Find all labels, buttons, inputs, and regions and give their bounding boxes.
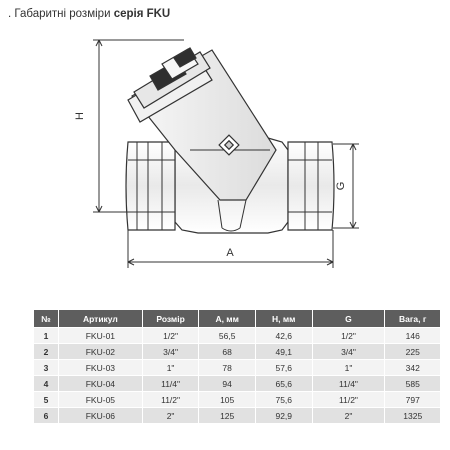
cell-number: 2 xyxy=(34,344,58,359)
table-row: 5 FKU-05 11/2" 105 75,6 11/2" 797 xyxy=(34,392,440,407)
title-series: серія FKU xyxy=(113,8,171,20)
filter-technical-drawing: H G A xyxy=(74,39,359,268)
cell-a: 125 xyxy=(199,408,255,423)
cell-number: 3 xyxy=(34,360,58,375)
cell-number: 4 xyxy=(34,376,58,391)
table-row: 1 FKU-01 1/2" 56,5 42,6 1/2" 146 xyxy=(34,328,440,343)
cell-a: 94 xyxy=(199,376,255,391)
table-row: 6 FKU-06 2" 125 92,9 2" 1325 xyxy=(34,408,440,423)
cell-a: 105 xyxy=(199,392,255,407)
header-weight: Вага, г xyxy=(385,310,440,327)
cell-number: 6 xyxy=(34,408,58,423)
brand-logo xyxy=(218,134,240,156)
cell-article: FKU-05 xyxy=(58,392,142,407)
cell-weight: 146 xyxy=(385,328,440,343)
cell-weight: 342 xyxy=(385,360,440,375)
filter-cap xyxy=(127,47,213,123)
cell-weight: 225 xyxy=(385,344,440,359)
page-title: . Габаритні розміри серія FKU xyxy=(8,8,170,20)
cell-article: FKU-04 xyxy=(58,376,142,391)
dimension-h-label: H xyxy=(74,112,86,120)
cell-size: 11/4" xyxy=(142,376,199,391)
cell-size: 11/2" xyxy=(142,392,199,407)
cell-size: 3/4" xyxy=(142,344,199,359)
cell-article: FKU-01 xyxy=(58,328,142,343)
cell-article: FKU-06 xyxy=(58,408,142,423)
cell-h: 42,6 xyxy=(255,328,312,343)
cell-g: 2" xyxy=(312,408,385,423)
cell-number: 1 xyxy=(34,328,58,343)
dimension-g-label: G xyxy=(335,182,347,191)
cell-a: 68 xyxy=(199,344,255,359)
cell-g: 11/4" xyxy=(312,376,385,391)
dimension-a-label: A xyxy=(226,247,234,259)
body-details xyxy=(128,142,332,232)
title-prefix: . Габаритні розміри xyxy=(8,8,114,20)
cell-size: 1" xyxy=(142,360,199,375)
cell-weight: 797 xyxy=(385,392,440,407)
header-size: Розмір xyxy=(142,310,199,327)
cell-h: 65,6 xyxy=(255,376,312,391)
cell-h: 92,9 xyxy=(255,408,312,423)
table-row: 3 FKU-03 1" 78 57,6 1" 342 xyxy=(34,360,440,375)
cell-g: 1/2" xyxy=(312,328,385,343)
cell-h: 57,6 xyxy=(255,360,312,375)
cell-weight: 1325 xyxy=(385,408,440,423)
cell-article: FKU-02 xyxy=(58,344,142,359)
specs-table: № Артикул Розмір A, мм H, мм G Вага, г 1… xyxy=(33,309,441,424)
table-row: 2 FKU-02 3/4" 68 49,1 3/4" 225 xyxy=(34,344,440,359)
cell-g: 11/2" xyxy=(312,392,385,407)
header-g: G xyxy=(312,310,385,327)
cell-size: 1/2" xyxy=(142,328,199,343)
header-h-mm: H, мм xyxy=(255,310,312,327)
table-row: 4 FKU-04 11/4" 94 65,6 11/4" 585 xyxy=(34,376,440,391)
cell-a: 56,5 xyxy=(199,328,255,343)
cell-h: 49,1 xyxy=(255,344,312,359)
header-number: № xyxy=(34,310,58,327)
cell-a: 78 xyxy=(199,360,255,375)
cell-g: 3/4" xyxy=(312,344,385,359)
cell-size: 2" xyxy=(142,408,199,423)
dimension-lines xyxy=(93,39,359,268)
cell-h: 75,6 xyxy=(255,392,312,407)
cell-number: 5 xyxy=(34,392,58,407)
cell-g: 1" xyxy=(312,360,385,375)
header-article: Артикул xyxy=(58,310,142,327)
cell-weight: 585 xyxy=(385,376,440,391)
table-header-row: № Артикул Розмір A, мм H, мм G Вага, г xyxy=(34,310,440,327)
cell-article: FKU-03 xyxy=(58,360,142,375)
header-a-mm: A, мм xyxy=(199,310,255,327)
